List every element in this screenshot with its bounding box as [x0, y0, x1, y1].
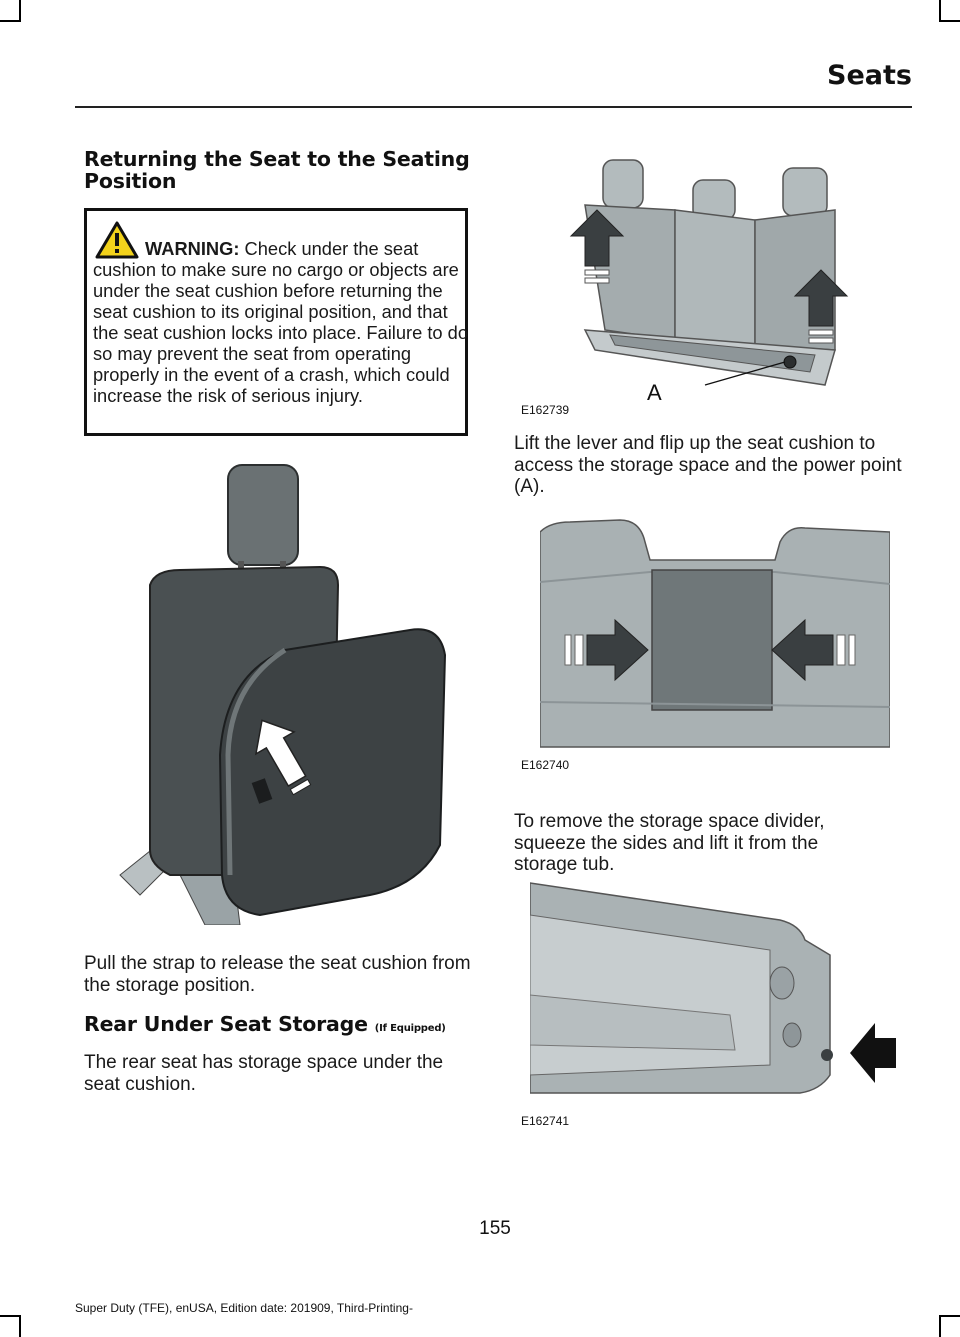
- warning-label: WARNING:: [145, 238, 240, 259]
- warning-triangle-icon: [95, 221, 139, 259]
- crop-mark: [0, 20, 20, 22]
- figure-code: E162740: [521, 758, 570, 772]
- heading-text: Rear Under Seat Storage: [84, 1012, 368, 1036]
- page-number: 155: [479, 1218, 511, 1239]
- section-title: Seats: [827, 60, 912, 91]
- warning-body: Check under the seat cushion to make sur…: [93, 238, 468, 406]
- heading-rear-under-seat-storage: Rear Under Seat Storage (If Equipped): [84, 1013, 484, 1040]
- crop-mark: [940, 20, 960, 22]
- crop-mark: [939, 0, 941, 22]
- heading-suffix: (If Equipped): [374, 1023, 446, 1034]
- crop-mark: [940, 1315, 960, 1317]
- seat-strap-illustration: [110, 455, 470, 925]
- figure-code: E162741: [521, 1114, 570, 1128]
- figure-code: E162739: [521, 403, 570, 417]
- header-rule: [75, 106, 912, 108]
- warning-text: WARNING: Check under the seat cushion to…: [93, 238, 468, 406]
- heading-returning-seat: Returning the Seat to the Seating Positi…: [84, 147, 470, 193]
- para-rear-storage: The rear seat has storage space under th…: [84, 1052, 444, 1095]
- para-pull-strap: Pull the strap to release the seat cushi…: [84, 953, 471, 996]
- callout-label-a: A: [647, 380, 662, 405]
- warning-box: WARNING: Check under the seat cushion to…: [84, 208, 468, 436]
- crop-mark: [19, 1315, 21, 1337]
- crop-mark: [0, 1315, 20, 1317]
- rear-bench-illustration: [515, 150, 850, 415]
- storage-tub-illustration: [530, 875, 900, 1125]
- crop-mark: [939, 1315, 941, 1337]
- storage-divider-illustration: [540, 512, 890, 752]
- crop-mark: [19, 0, 21, 22]
- para-lift-lever: Lift the lever and flip up the seat cush…: [514, 433, 902, 497]
- para-remove-divider: To remove the storage space divider, squ…: [514, 811, 825, 875]
- footer-edition: Super Duty (TFE), enUSA, Edition date: 2…: [75, 1301, 413, 1315]
